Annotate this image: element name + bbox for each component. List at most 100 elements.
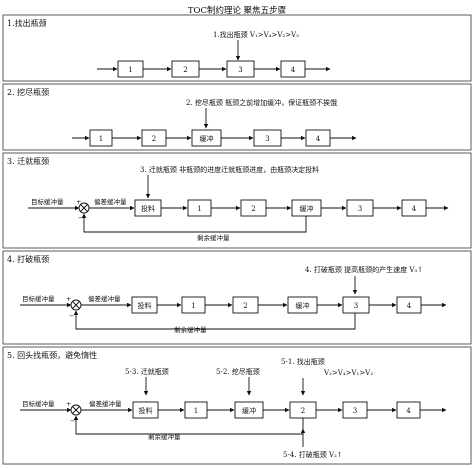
section-4-buffer-box: [287, 296, 318, 314]
section-3-remaining-label: 剩余缓冲量: [197, 233, 230, 242]
section-4-box-4: [396, 296, 422, 314]
section-5-feedback-loop: [73, 415, 304, 435]
section-3-summing-junction: [78, 202, 90, 214]
section-5-note-subordinate: 5-3. 迁就瓶颈: [125, 367, 169, 376]
section-4-label: 4. 打破瓶颈: [7, 254, 49, 264]
section-3-feed-label: 投料: [141, 204, 155, 213]
section-2-exploit-bottleneck: 2. 挖尽瓶颈 2. 挖尽瓶颈 瓶颈之前增加缓冲，保证瓶颈不挨饿 1 2 缓冲 …: [2, 83, 472, 151]
section-4-box-3-label: 3: [354, 302, 358, 310]
section-1-box-1: [117, 60, 144, 78]
section-5-note-speed-relation: V₃>V₄>V₁>V₂: [323, 369, 373, 377]
section-2-frame: [2, 83, 472, 151]
section-5-box-1: [184, 401, 208, 419]
section-5-deviation-label: 偏差缓冲量: [89, 399, 122, 408]
section-4-frame: [2, 250, 472, 345]
section-4-feed-label: 投料: [138, 301, 152, 310]
section-3-box-4-label: 4: [412, 205, 417, 213]
section-2-box-3: [253, 129, 282, 147]
section-3-box-3-label: 3: [358, 205, 362, 213]
section-1-box-2-label: 2: [183, 66, 187, 74]
section-2-buffer-box: [191, 129, 222, 147]
section-3-box-2-label: 2: [251, 205, 255, 213]
section-3-target-label: 目标缓冲量: [31, 197, 64, 206]
section-3-minus-sign: −: [78, 214, 83, 222]
section-1-find-bottleneck: 1.找出瓶颈 1.找出瓶颈 V₁>V₄>V₂>V₃ 1 2 3 4: [2, 14, 472, 82]
section-2-box-2: [141, 129, 167, 147]
section-1-box-3: [226, 60, 255, 78]
section-4-elevate-bottleneck: 4. 打破瓶颈 4. 打破瓶颈 提高瓶颈的产生速度 V₃↑ 目标缓冲量 + 偏差…: [2, 250, 472, 345]
section-5-plus-sign: +: [66, 400, 71, 408]
section-1-note: 1.找出瓶颈 V₁>V₄>V₂>V₃: [213, 30, 299, 39]
section-5-target-label: 目标缓冲量: [22, 399, 55, 408]
section-3-note: 3. 迁就瓶颈 非瓶颈的进度迁就瓶颈进度，由瓶颈决定投料: [140, 165, 319, 174]
section-2-box-4-label: 4: [316, 135, 321, 143]
section-5-repeat-find-bottleneck: 5. 回头找瓶颈，避免惰性 5-3. 迁就瓶颈 5-2. 挖尽瓶颈 5-1. 找…: [2, 346, 472, 465]
section-5-buffer-label: 缓冲: [242, 406, 256, 415]
section-5-box-4: [396, 401, 421, 419]
section-5-note-find: 5-1. 找出瓶颈: [281, 357, 325, 366]
section-3-box-1: [187, 199, 212, 217]
section-3-box-1-label: 1: [197, 205, 201, 213]
section-4-target-label: 目标缓冲量: [22, 294, 55, 303]
section-1-box-3-label: 3: [238, 66, 242, 74]
section-3-frame: [2, 152, 472, 249]
section-5-box-4-label: 4: [406, 407, 411, 415]
section-4-box-3: [342, 296, 370, 314]
section-2-label: 2. 挖尽瓶颈: [7, 87, 49, 97]
section-5-feed-label: 投料: [139, 406, 153, 415]
section-5-label: 5. 回头找瓶颈，避免惰性: [7, 350, 97, 360]
section-2-box-3-label: 3: [265, 135, 269, 143]
section-5-box-3-label: 3: [353, 407, 357, 415]
section-4-remaining-label: 剩余缓冲量: [174, 325, 207, 334]
section-1-box-4-label: 4: [291, 66, 296, 74]
section-4-box-2-label: 2: [243, 302, 247, 310]
section-5-box-3: [342, 401, 368, 419]
section-3-feedback-loop: [81, 213, 307, 233]
section-4-box-1: [181, 296, 206, 314]
section-3-plus-sign: +: [76, 198, 81, 206]
diagram-title: TOC制约理论 聚焦五步骤: [188, 5, 287, 16]
section-4-note: 4. 打破瓶颈 提高瓶颈的产生速度 V₃↑: [305, 265, 423, 274]
section-4-feed-box: [131, 296, 158, 314]
section-4-box-2: [232, 296, 259, 314]
section-1-label: 1.找出瓶颈: [7, 18, 47, 28]
section-5-note-elevate: 5-4. 打破瓶颈 V₂↑: [283, 450, 343, 459]
section-5-note-exploit: 5-2. 挖尽瓶颈: [216, 367, 260, 376]
section-4-minus-sign: −: [69, 312, 74, 320]
section-5-summing-junction: [70, 404, 82, 416]
section-1-box-4: [280, 60, 306, 78]
section-2-box-1-label: 1: [99, 135, 103, 143]
section-4-summing-junction: [70, 299, 82, 311]
section-4-feedback-loop: [73, 310, 356, 330]
section-3-box-2: [240, 199, 267, 217]
section-1-box-1-label: 1: [128, 66, 132, 74]
section-3-box-3: [346, 199, 374, 217]
section-4-box-4-label: 4: [407, 302, 412, 310]
section-5-minus-sign: −: [70, 417, 75, 425]
section-2-box-4: [305, 129, 331, 147]
section-3-deviation-label: 偏差缓冲量: [94, 197, 127, 206]
section-2-box-2-label: 2: [152, 135, 156, 143]
section-5-box-2: [289, 401, 317, 419]
section-3-buffer-box: [291, 199, 322, 217]
section-4-plus-sign: +: [66, 295, 71, 303]
section-5-box-1-label: 1: [194, 407, 198, 415]
section-4-box-1-label: 1: [191, 302, 195, 310]
section-5-frame: [2, 346, 472, 465]
section-3-subordinate-to-bottleneck: 3. 迁就瓶颈 3. 迁就瓶颈 非瓶颈的进度迁就瓶颈进度，由瓶颈决定投料 目标缓…: [2, 152, 472, 249]
section-2-note: 2. 挖尽瓶颈 瓶颈之前增加缓冲，保证瓶颈不挨饿: [186, 98, 337, 107]
section-1-box-2: [171, 60, 200, 78]
section-3-feed-box: [134, 199, 162, 217]
section-5-feed-box: [132, 401, 159, 419]
section-3-buffer-label: 缓冲: [300, 204, 314, 213]
section-2-buffer-label: 缓冲: [200, 134, 214, 143]
section-3-label: 3. 迁就瓶颈: [7, 156, 49, 166]
section-5-remaining-label: 剩余缓冲量: [148, 432, 181, 441]
section-1-frame: [2, 14, 472, 82]
section-3-box-4: [401, 199, 427, 217]
section-2-box-1: [89, 129, 113, 147]
section-4-buffer-label: 缓冲: [296, 301, 310, 310]
section-5-box-2-label: 2: [301, 407, 305, 415]
section-5-buffer-box: [234, 401, 264, 419]
